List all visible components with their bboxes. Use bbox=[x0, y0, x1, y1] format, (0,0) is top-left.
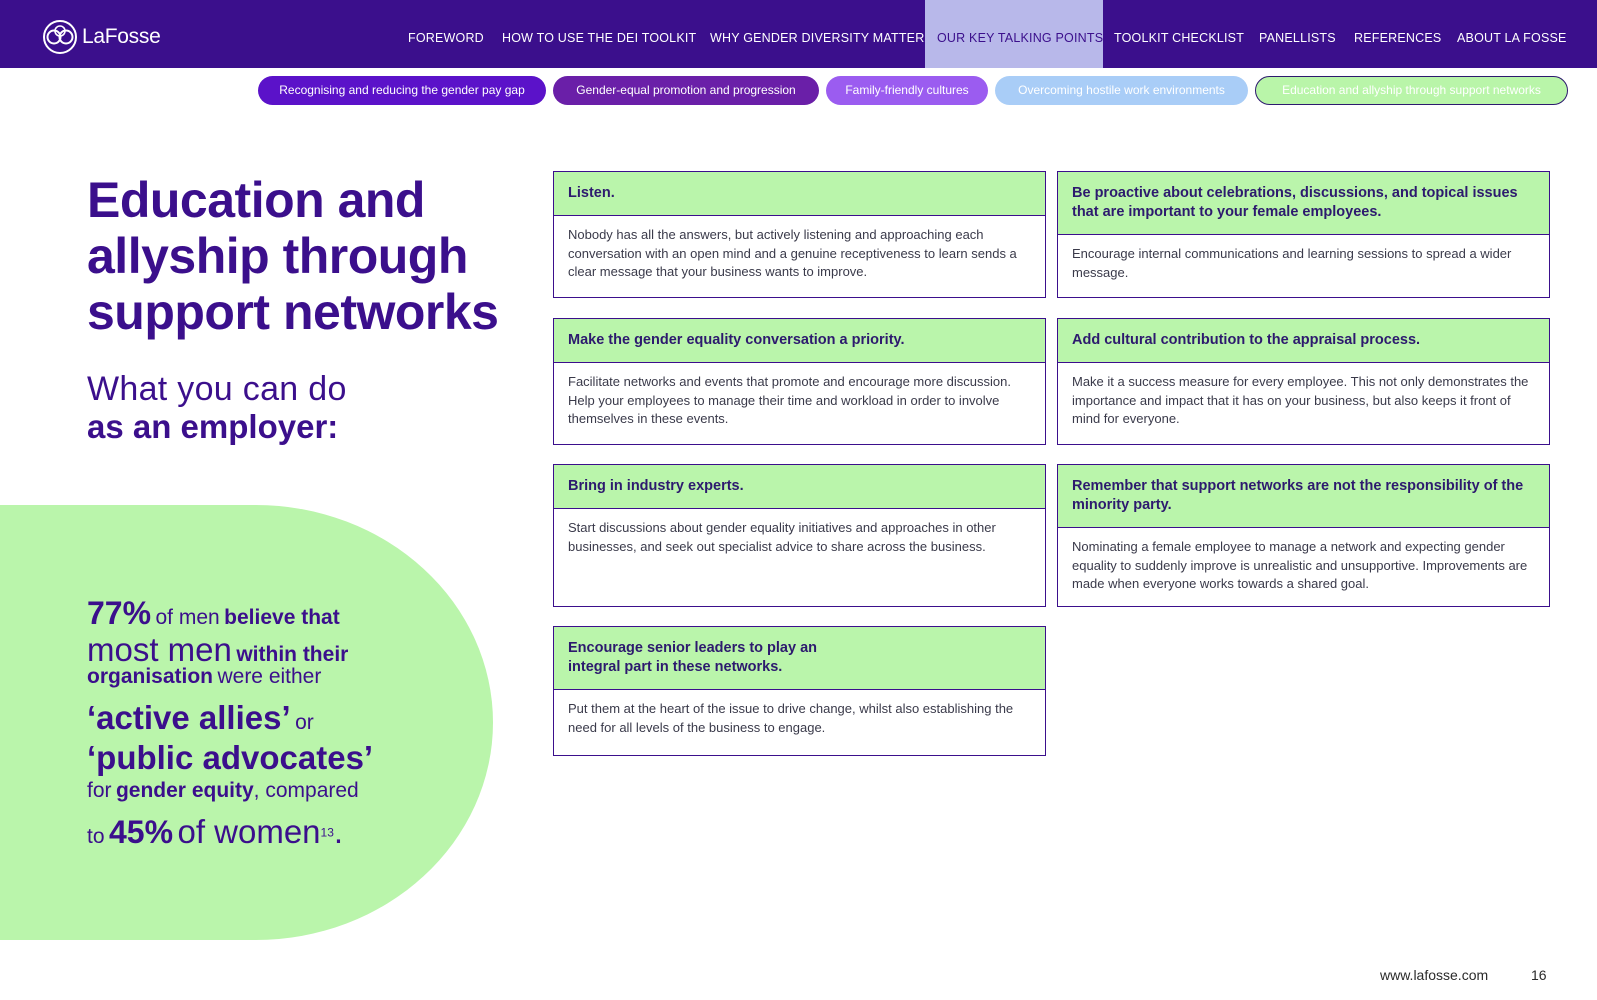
stat-text: . bbox=[333, 813, 344, 850]
subtitle-bold: as an employer: bbox=[87, 408, 339, 445]
card-listen: Listen. Nobody has all the answers, but … bbox=[553, 171, 1046, 298]
nav-item-about-la-fosse[interactable]: ABOUT LA FOSSE bbox=[1457, 31, 1567, 45]
nav-item-key-talking-points[interactable]: OUR KEY TALKING POINTS bbox=[925, 0, 1103, 68]
card-senior-leaders: Encourage senior leaders to play an inte… bbox=[553, 626, 1046, 756]
stat-text: most men bbox=[87, 631, 232, 668]
card-title: Listen. bbox=[554, 172, 1045, 216]
stat-text: of women bbox=[177, 813, 321, 850]
card-title: Encourage senior leaders to play an inte… bbox=[554, 627, 1045, 690]
stat-text: of men bbox=[155, 606, 220, 629]
card-body: Encourage internal communications and le… bbox=[1072, 246, 1512, 280]
card-title: Remember that support networks are not t… bbox=[1058, 465, 1549, 528]
stat-text: for bbox=[87, 779, 112, 802]
lafosse-logo-icon bbox=[43, 20, 77, 54]
nav-item-why-gender-diversity[interactable]: WHY GENDER DIVERSITY MATTERS bbox=[710, 31, 933, 45]
card-body: Facilitate networks and events that prom… bbox=[568, 374, 1011, 426]
topic-pill-family-friendly[interactable]: Family-friendly cultures bbox=[826, 76, 988, 105]
card-title: Make the gender equality conversation a … bbox=[554, 319, 1045, 363]
stat-text: organisation bbox=[87, 665, 214, 688]
stat-highlight-blob bbox=[0, 505, 493, 940]
brand-name: LaFosse bbox=[82, 25, 161, 48]
topic-pill-education-allyship[interactable]: Education and allyship through support n… bbox=[1255, 76, 1568, 105]
card-support-networks: Remember that support networks are not t… bbox=[1057, 464, 1550, 607]
brand-logo[interactable]: LaFosse bbox=[42, 19, 161, 55]
page-title: Education and allyship through support n… bbox=[87, 172, 499, 340]
footer-website-link[interactable]: www.lafosse.com bbox=[1380, 967, 1489, 983]
card-title: Bring in industry experts. bbox=[554, 465, 1045, 509]
stat-active-allies: ‘active allies’ bbox=[87, 699, 291, 736]
card-body: Nominating a female employee to manage a… bbox=[1072, 539, 1528, 591]
card-industry-experts: Bring in industry experts. Start discuss… bbox=[553, 464, 1046, 607]
stat-text: within their bbox=[236, 643, 349, 666]
card-cultural-contribution: Add cultural contribution to the apprais… bbox=[1057, 318, 1550, 445]
topic-pill-hostile-environments[interactable]: Overcoming hostile work environments bbox=[995, 76, 1248, 105]
nav-item-toolkit-checklist[interactable]: TOOLKIT CHECKLIST bbox=[1114, 31, 1245, 45]
page-number: 16 bbox=[1531, 967, 1547, 983]
card-be-proactive: Be proactive about celebrations, discuss… bbox=[1057, 171, 1550, 298]
stat-men-percentage: 77% bbox=[87, 595, 152, 631]
nav-item-references[interactable]: REFERENCES bbox=[1354, 31, 1442, 45]
nav-item-how-to-use[interactable]: HOW TO USE THE DEI TOOLKIT bbox=[502, 31, 697, 45]
card-body: Nobody has all the answers, but actively… bbox=[568, 227, 1017, 279]
stat-text: gender equity bbox=[115, 779, 254, 802]
topic-pill-promotion-progression[interactable]: Gender-equal promotion and progression bbox=[553, 76, 819, 105]
top-navigation-bar: LaFosse FOREWORD HOW TO USE THE DEI TOOL… bbox=[0, 0, 1597, 68]
reference-superscript[interactable]: 13 bbox=[320, 825, 334, 840]
card-title: Add cultural contribution to the apprais… bbox=[1058, 319, 1549, 363]
stat-text: , compared bbox=[253, 779, 359, 802]
card-body: Put them at the heart of the issue to dr… bbox=[568, 701, 1014, 735]
stat-text: were either bbox=[217, 665, 322, 688]
nav-item-foreword[interactable]: FOREWORD bbox=[408, 31, 484, 45]
card-title: Be proactive about celebrations, discuss… bbox=[1058, 172, 1549, 235]
card-body: Make it a success measure for every empl… bbox=[1072, 374, 1529, 426]
subtitle-light: What you can do bbox=[87, 370, 347, 408]
card-gender-equality-priority: Make the gender equality conversation a … bbox=[553, 318, 1046, 445]
card-body: Start discussions about gender equality … bbox=[568, 520, 996, 554]
nav-item-panellists[interactable]: PANELLISTS bbox=[1259, 31, 1336, 45]
stat-women-percentage: 45% bbox=[108, 814, 174, 850]
stat-callout: 77% of men believe that most men within … bbox=[87, 595, 487, 853]
topic-pill-gender-pay-gap[interactable]: Recognising and reducing the gender pay … bbox=[258, 76, 546, 105]
stat-text: or bbox=[295, 711, 314, 734]
stat-public-advocates: ‘public advocates’ bbox=[87, 739, 374, 776]
stat-text: to bbox=[87, 825, 105, 848]
stat-text: believe that bbox=[224, 606, 340, 629]
